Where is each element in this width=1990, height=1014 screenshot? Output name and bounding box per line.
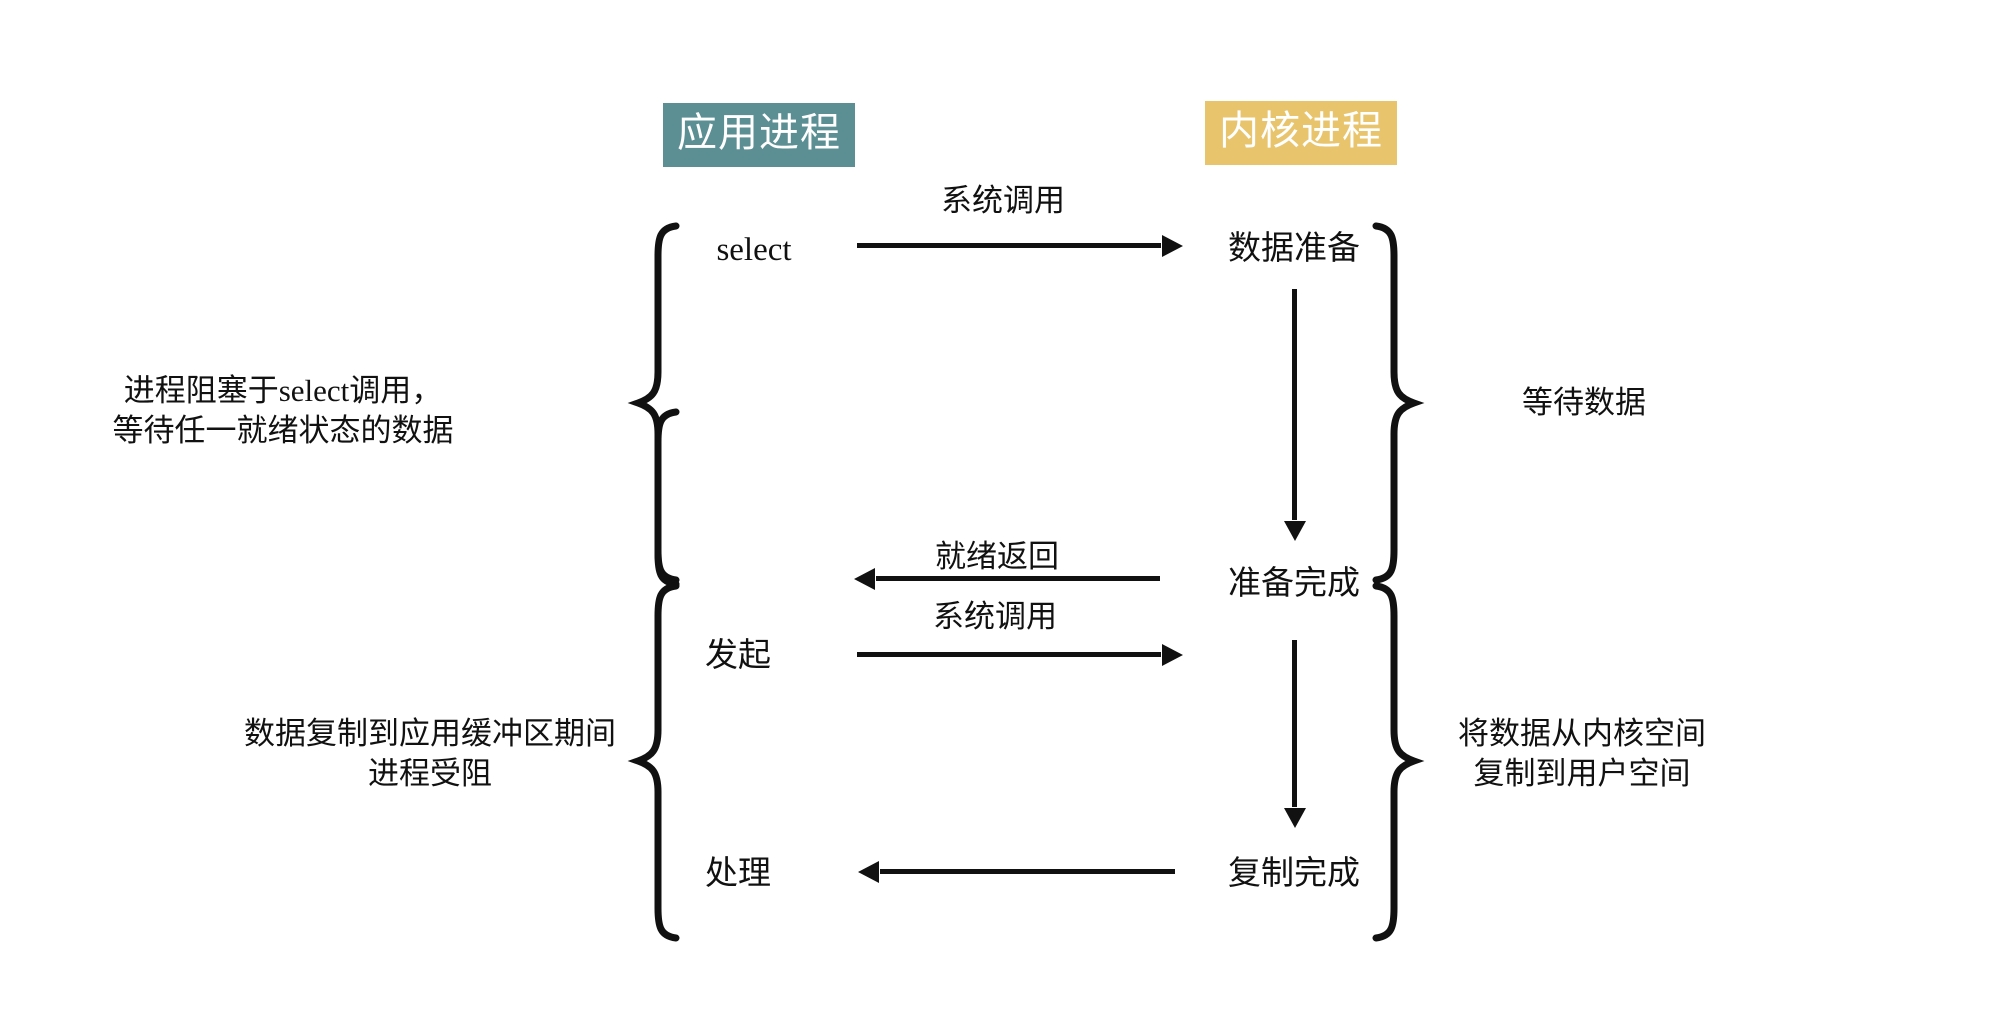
app-step-initiate: 发起: [705, 638, 771, 674]
arrow-kernel-copying: [1292, 640, 1297, 807]
note-blocked-on-copy-line-2: 进程受阻: [368, 756, 492, 792]
app-step-select: select: [716, 232, 792, 268]
note-waiting-data-line-1: 等待数据: [1522, 385, 1646, 420]
note-blocked-on-select-line-1: 进程阻塞于select调用，: [123, 373, 443, 408]
note-blocked-on-select-line-2: 等待任一就绪状态的数据: [112, 413, 454, 449]
column-header-kernel-process: 内核进程: [1205, 101, 1397, 165]
note-blocked-on-copy-line-1: 数据复制到应用缓冲区期间: [244, 716, 616, 751]
right-brace-wait-block: [1372, 222, 1425, 584]
note-waiting-data: 等待数据: [1522, 383, 1646, 423]
arrow-label-syscall-1: 系统调用: [941, 183, 1065, 218]
kernel-step-prepare-done: 准备完成: [1228, 566, 1360, 602]
note-kernel-to-user-line-2: 复制到用户空间: [1473, 756, 1691, 792]
arrow-label-syscall-2: 系统调用: [933, 599, 1057, 634]
app-step-handle: 处理: [705, 856, 771, 892]
arrow-ready-return: [876, 576, 1160, 581]
left-brace-copy-block: [627, 582, 680, 942]
arrow-syscall-2: [857, 652, 1161, 657]
left-brace-waiting-block: [632, 408, 680, 588]
column-header-app-process: 应用进程: [663, 103, 855, 167]
arrow-copy-return: [880, 869, 1175, 874]
kernel-step-copy-done: 复制完成: [1228, 856, 1360, 892]
note-blocked-on-copy: 数据复制到应用缓冲区期间 进程受阻: [244, 714, 616, 795]
arrow-syscall-1: [857, 243, 1161, 248]
arrow-kernel-waiting: [1292, 289, 1297, 520]
note-kernel-to-user-line-1: 将数据从内核空间: [1458, 716, 1706, 751]
kernel-step-data-prepare: 数据准备: [1228, 231, 1360, 267]
arrow-label-ready-return: 就绪返回: [935, 539, 1059, 574]
note-kernel-to-user: 将数据从内核空间 复制到用户空间: [1458, 714, 1706, 795]
right-brace-copy-block: [1372, 582, 1425, 942]
note-blocked-on-select: 进程阻塞于select调用， 等待任一就绪状态的数据: [113, 371, 454, 452]
